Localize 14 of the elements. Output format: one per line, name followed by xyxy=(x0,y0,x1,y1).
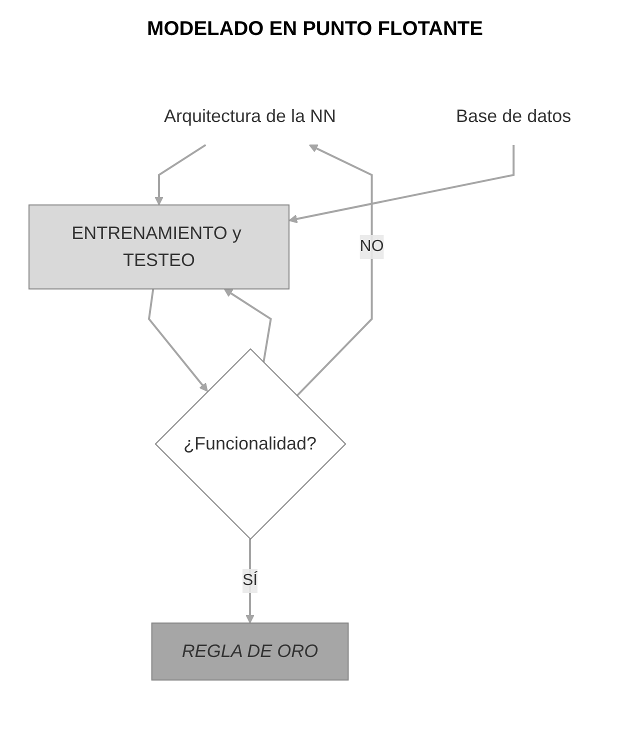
arrow xyxy=(224,288,272,363)
node-text: Arquitectura de la NN xyxy=(164,106,336,126)
node-box: REGLA DE ORO xyxy=(151,622,349,681)
edge-label: NO xyxy=(360,238,384,255)
arrow xyxy=(148,288,208,392)
arrow xyxy=(154,144,206,206)
node-box: ENTRENAMIENTO y TESTEO xyxy=(28,204,290,290)
edge-label: SÍ xyxy=(242,572,258,590)
arrow xyxy=(246,539,254,624)
node-diamond: ¿Funcionalidad? xyxy=(154,348,346,540)
diagram-title: MODELADO EN PUNTO FLOTANTE xyxy=(146,18,484,41)
node-text: Base de datos xyxy=(456,106,572,126)
arrow xyxy=(296,144,373,397)
arrow xyxy=(288,144,515,224)
